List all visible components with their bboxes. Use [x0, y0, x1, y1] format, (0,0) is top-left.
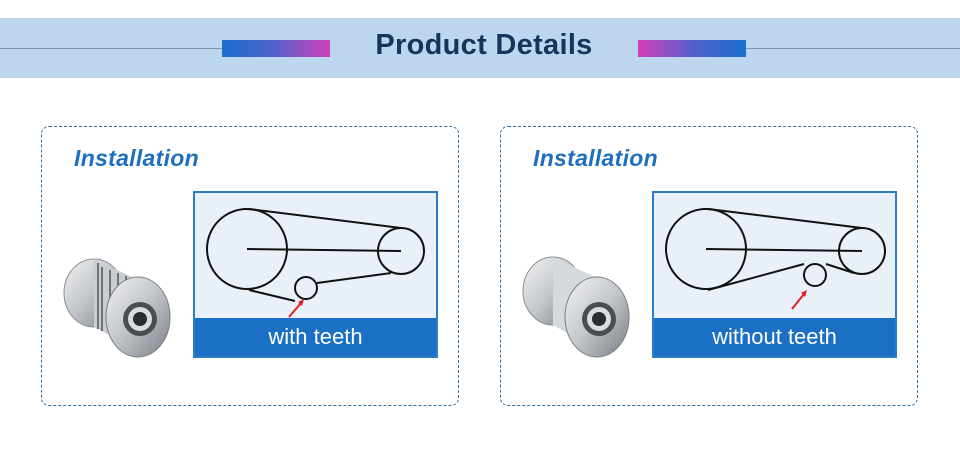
diagram-caption: without teeth — [654, 318, 895, 356]
installation-panel-without-teeth: Installation without teeth — [500, 126, 918, 406]
installation-panel-with-teeth: Installation — [41, 126, 459, 406]
smooth-idler-pulley-image — [522, 256, 630, 358]
belt-diagram-with-teeth: with teeth — [193, 191, 438, 358]
toothed-pulley-image — [63, 258, 171, 358]
belt-diagram-without-teeth: without teeth — [652, 191, 897, 358]
idler-pulley-circle — [294, 276, 318, 300]
gradient-bar-left — [222, 40, 330, 57]
header-banner: Product Details — [0, 18, 960, 78]
red-arrow-icon — [791, 293, 805, 310]
gradient-bar-right — [638, 40, 746, 57]
panel-title: Installation — [74, 145, 200, 171]
page-title: Product Details — [375, 29, 593, 61]
header-rule-right — [746, 48, 960, 49]
idler-pulley-circle — [803, 263, 827, 287]
panel-title: Installation — [533, 145, 659, 171]
header-rule-left — [0, 48, 222, 49]
diagram-caption: with teeth — [195, 318, 436, 356]
red-arrow-icon — [288, 302, 302, 318]
